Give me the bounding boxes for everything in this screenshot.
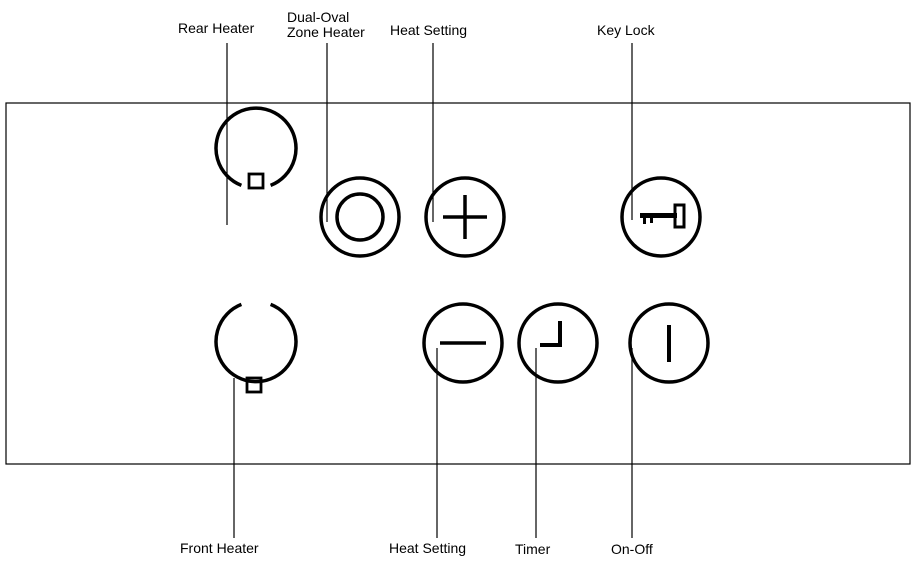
front-heater-label: Front Heater <box>180 540 259 556</box>
key-icon <box>620 176 702 258</box>
timer-button[interactable] <box>517 302 599 384</box>
control-panel-frame <box>5 102 911 465</box>
rear-heater-button[interactable] <box>214 106 298 190</box>
leader-lines <box>226 43 633 538</box>
front-heater-button[interactable] <box>214 302 298 394</box>
plus-icon <box>424 176 506 258</box>
dual-oval-zone-heater-button[interactable] <box>319 176 401 258</box>
heat-setting-down-button[interactable] <box>422 302 504 384</box>
power-icon <box>628 302 710 384</box>
key-lock-label: Key Lock <box>597 22 655 38</box>
heat-setting-bottom-label: Heat Setting <box>389 540 467 556</box>
dual-oval-label-line2: Zone Heater <box>287 24 365 40</box>
on-off-button[interactable] <box>628 302 710 384</box>
heat-setting-top-label: Heat Setting <box>390 22 468 38</box>
on-off-label: On-Off <box>611 541 653 557</box>
heat-setting-up-button[interactable] <box>424 176 506 258</box>
minus-icon <box>422 302 504 384</box>
dual-oval-zone-heater-label: Dual-Oval Zone Heater <box>287 10 365 40</box>
clock-icon <box>517 302 599 384</box>
dual-oval-label-line1: Dual-Oval <box>287 9 350 25</box>
circle-with-top-square-icon <box>214 106 298 190</box>
circle-with-bottom-square-icon <box>214 302 298 394</box>
key-lock-button[interactable] <box>620 176 702 258</box>
timer-label: Timer <box>515 541 551 557</box>
double-ring-icon <box>319 176 401 258</box>
rear-heater-label: Rear Heater <box>178 20 255 36</box>
